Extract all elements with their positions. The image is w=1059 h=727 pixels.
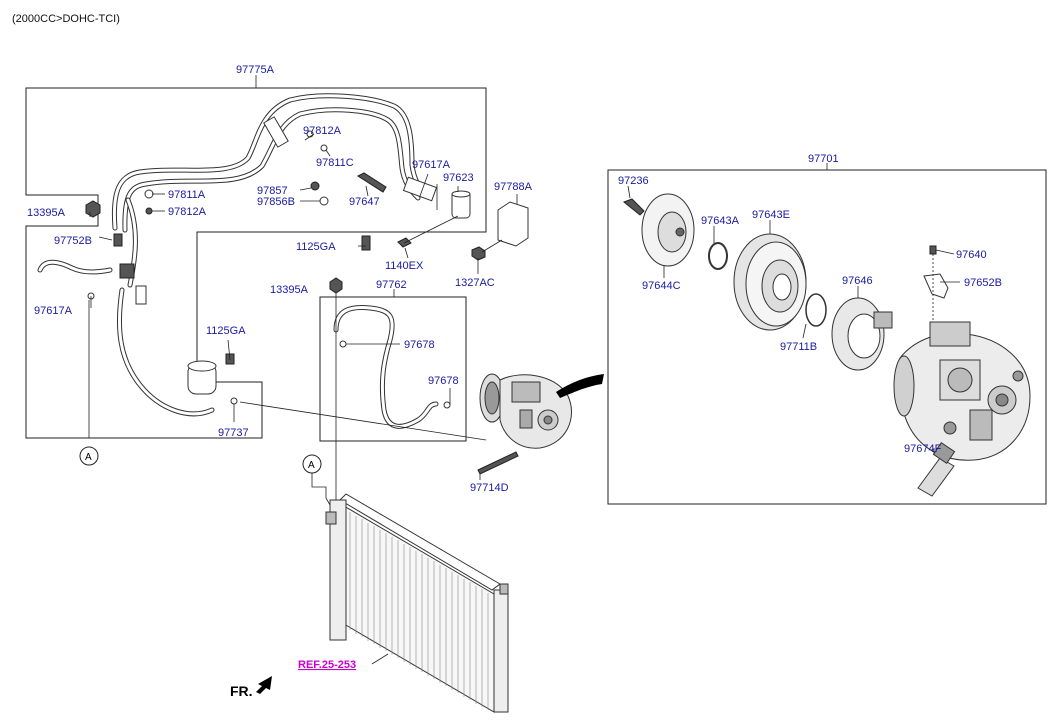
condenser[interactable] [325,493,509,713]
nut-13395A-mid[interactable] [329,277,343,294]
bolt-97647[interactable] [356,172,387,193]
marker-a-left [79,446,99,466]
label-97812A-top[interactable]: 97812A [303,125,342,137]
label-97647[interactable]: 97647 [349,196,380,208]
hose-bracket-top[interactable] [402,176,438,202]
bolt-97236[interactable] [623,198,645,216]
label-97646[interactable]: 97646 [842,275,873,287]
label-97752B[interactable]: 97752B [54,235,92,247]
compressor-body[interactable] [893,321,1031,461]
front-arrow-icon [256,676,272,694]
label-97701[interactable]: 97701 [808,153,839,165]
label-97678-a[interactable]: 97678 [404,339,435,351]
discharge-hose[interactable] [333,305,439,429]
compressor-small-view[interactable] [479,373,572,449]
label-97236[interactable]: 97236 [618,175,649,187]
label-97643E[interactable]: 97643E [752,209,790,221]
label-13395A-mid[interactable]: 13395A [270,284,309,296]
o-ring-97811C[interactable] [320,144,328,152]
label-1140EX[interactable]: 1140EX [385,260,424,272]
label-97737[interactable]: 97737 [218,427,249,439]
o-ring-97678-b[interactable] [443,401,451,409]
bolt-97640[interactable] [929,245,937,255]
hose-assembly-group: 97775A [25,64,487,439]
label-97643A[interactable]: 97643A [701,215,740,227]
label-97617A-top[interactable]: 97617A [412,159,451,171]
snap-ring-97643A[interactable] [708,242,728,270]
label-97617A-left[interactable]: 97617A [34,305,73,317]
liquid-hose[interactable] [116,287,215,417]
pressure-switch-97674F[interactable] [917,457,955,497]
o-ring-97737[interactable] [230,397,238,405]
label-97811C[interactable]: 97811C [316,157,354,169]
nut-13395A-left[interactable] [85,200,101,218]
label-97623[interactable]: 97623 [443,172,474,184]
detail-callout-arrow [556,374,604,398]
marker-a-left-text: A [85,452,92,463]
label-97857[interactable]: 97857 [257,185,288,197]
nut-97857[interactable] [310,181,320,191]
hose-block-fitting[interactable] [119,263,135,279]
discharge-hose-boundary [319,296,467,442]
bracket-97788A[interactable] [497,201,529,247]
label-1125GA-top[interactable]: 1125GA [296,241,336,253]
label-97678-b[interactable]: 97678 [428,375,459,387]
label-97788A[interactable]: 97788A [494,181,533,193]
engine-spec-header: (2000CC>DOHC-TCI) [12,13,120,25]
reference-link-ref-25-253[interactable]: REF.25-253 [298,659,356,671]
marker-a-condenser-text: A [308,460,315,471]
label-97714D[interactable]: 97714D [470,482,509,494]
label-97711B[interactable]: 97711B [780,341,817,353]
label-97811A[interactable]: 97811A [168,189,206,201]
hose-bracket[interactable] [135,285,147,305]
label-97775A[interactable]: 97775A [236,64,275,76]
bracket-97652B[interactable] [923,273,949,299]
marker-a-leader [311,473,331,506]
o-ring-97711B[interactable] [805,293,827,327]
o-ring-97811A[interactable] [144,189,154,199]
bolt-97714D[interactable] [477,451,519,475]
o-ring-97812A-left[interactable] [145,207,153,215]
label-97856B[interactable]: 97856B [257,196,295,208]
hose-assembly-boundary [25,87,487,439]
nut-1327AC[interactable] [471,246,486,261]
hose-clip[interactable] [113,233,123,247]
bolt-1125GA-top[interactable] [361,235,371,251]
label-97640[interactable]: 97640 [956,249,987,261]
label-1327AC[interactable]: 1327AC [455,277,495,289]
label-13395A-left[interactable]: 13395A [27,207,66,219]
washer-97856B[interactable] [319,196,329,206]
label-1125GA-mid[interactable]: 1125GA [206,325,246,337]
label-97674F[interactable]: 97674F [904,443,942,455]
hose-connector-top[interactable] [263,116,289,148]
front-direction-label: FR. [230,683,253,699]
discharge-hose-group: 97762 97678 97678 [319,279,467,442]
compressor-assembly-group: 97701 97236 97644C 97643A 97643E 97711B … [607,153,1047,505]
label-97652B[interactable]: 97652B [964,277,1002,289]
label-97644C[interactable]: 97644C [642,280,681,292]
label-97812A-left[interactable]: 97812A [168,206,207,218]
o-ring-97678-a[interactable] [339,340,347,348]
label-97762[interactable]: 97762 [376,279,407,291]
